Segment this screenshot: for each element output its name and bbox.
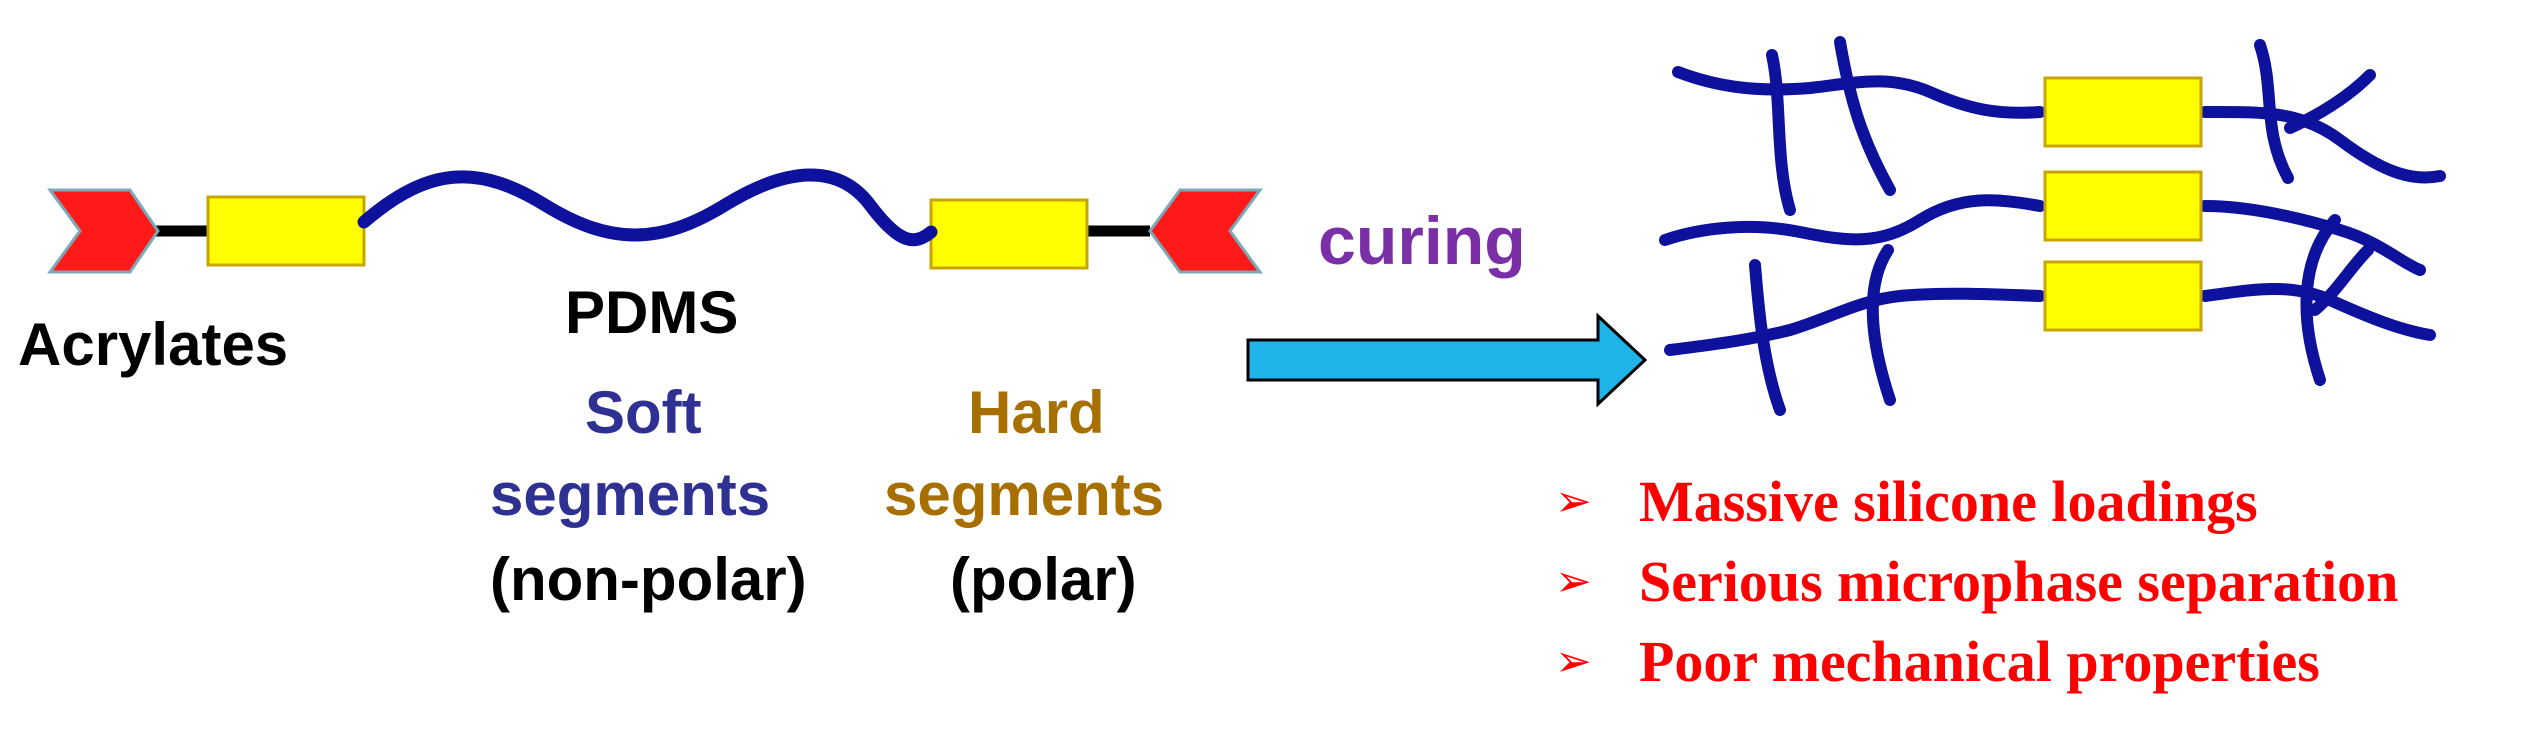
left-hard-block-icon xyxy=(206,195,366,267)
pdms-soft-chain-icon xyxy=(357,168,938,247)
network-chain xyxy=(2199,105,2446,184)
soft-segments-label-line2: segments xyxy=(490,461,771,528)
network-crosslink xyxy=(1766,49,1796,216)
list-item: ➢ Massive silicone loadings xyxy=(1555,462,2398,542)
network-chain xyxy=(1672,66,2046,119)
hard-segments-label-line2: segments xyxy=(884,461,1165,528)
curing-label: curing xyxy=(1318,203,1526,279)
non-polar-label: (non-polar) xyxy=(490,546,807,613)
hard-segments-label-line1: Hard xyxy=(968,379,1105,446)
network-chain xyxy=(1664,287,2046,356)
network-crosslink xyxy=(2309,244,2374,316)
prepolymer-chain xyxy=(47,168,1263,274)
network-crosslink xyxy=(1866,244,1896,406)
network-crosslink xyxy=(2254,39,2294,184)
drawbacks-list: ➢ Massive silicone loadings ➢ Serious mi… xyxy=(1555,462,2398,702)
list-item: ➢ Poor mechanical properties xyxy=(1555,622,2398,702)
soft-segments-label-line1: Soft xyxy=(585,379,702,446)
network-chain xyxy=(2199,200,2426,276)
pdms-label: PDMS xyxy=(565,279,739,346)
left-acrylate-icon xyxy=(47,188,160,274)
network-crosslink xyxy=(1749,259,1786,416)
polar-label: (polar) xyxy=(950,546,1137,613)
crosslinked-network-icon xyxy=(1659,36,2446,416)
right-acrylate-icon xyxy=(1148,188,1263,274)
list-item: ➢ Serious microphase separation xyxy=(1555,542,2398,622)
list-item-text: Massive silicone loadings xyxy=(1639,469,2258,534)
network-chain xyxy=(1659,194,2046,246)
network-hard-block-icon xyxy=(2043,76,2203,148)
arrow-bullet-icon: ➢ xyxy=(1555,476,1592,527)
list-item-text: Serious microphase separation xyxy=(1639,549,2399,614)
network-crosslink xyxy=(2284,69,2376,134)
right-hard-block-icon xyxy=(929,198,1089,270)
arrow-bullet-icon: ➢ xyxy=(1555,636,1592,687)
curing-arrow-icon xyxy=(1246,312,1648,408)
network-hard-block-icon xyxy=(2043,260,2203,332)
arrow-bullet-icon: ➢ xyxy=(1555,556,1592,607)
list-item-text: Poor mechanical properties xyxy=(1639,629,2320,694)
network-crosslink xyxy=(2300,214,2341,386)
network-hard-block-icon xyxy=(2043,170,2203,242)
network-crosslink xyxy=(1834,36,1896,196)
acrylates-label: Acrylates xyxy=(18,311,289,378)
